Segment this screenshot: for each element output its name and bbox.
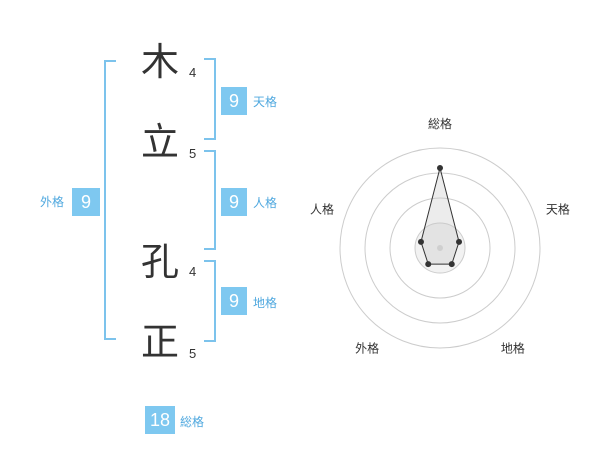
radar-axis-label-5: 人格 [310, 202, 334, 217]
tenkaku-value: 9 [221, 87, 247, 115]
radar-axis-label-3: 地格 [501, 340, 525, 355]
soukaku-label: 総格 [180, 415, 205, 429]
radar-point-1 [437, 165, 443, 171]
radar-point-3 [448, 261, 455, 268]
soukaku-value: 18 [145, 406, 175, 434]
radar-center-dot [437, 245, 443, 251]
name-char-4: 正 [140, 320, 179, 364]
radar-ring-3 [364, 172, 516, 324]
stroke-count-3: 4 [189, 264, 197, 279]
chikaku-bracket [204, 260, 216, 342]
jinkaku-label: 人格 [253, 196, 278, 210]
gaikaku-label: 外格 [40, 195, 65, 209]
radar-polygon [420, 167, 460, 265]
radar-axis-label-1: 総格 [428, 116, 452, 131]
name-char-3: 孔 [140, 240, 179, 284]
jinkaku-bracket [204, 150, 216, 250]
radar-point-2 [456, 238, 463, 245]
jinkaku-value: 9 [221, 188, 247, 216]
radar-point-4 [425, 261, 432, 268]
name-char-1: 木 [140, 40, 179, 84]
stroke-count-1: 4 [189, 65, 197, 80]
stroke-count-4: 5 [189, 346, 197, 361]
chikaku-label: 地格 [253, 296, 278, 310]
stroke-count-2: 5 [189, 146, 197, 161]
gaikaku-value: 9 [72, 188, 100, 216]
name-char-2: 立 [140, 120, 179, 164]
chikaku-value: 9 [221, 287, 247, 315]
radar-ring-4 [339, 147, 541, 349]
tenkaku-label: 天格 [253, 95, 278, 109]
radar-axis-label-4: 外格 [355, 340, 379, 355]
tenkaku-bracket [204, 58, 216, 140]
radar-point-5 [417, 238, 424, 245]
outer-bracket [104, 60, 116, 340]
radar-axis-label-2: 天格 [546, 202, 570, 217]
radar-ring-2 [389, 197, 491, 299]
